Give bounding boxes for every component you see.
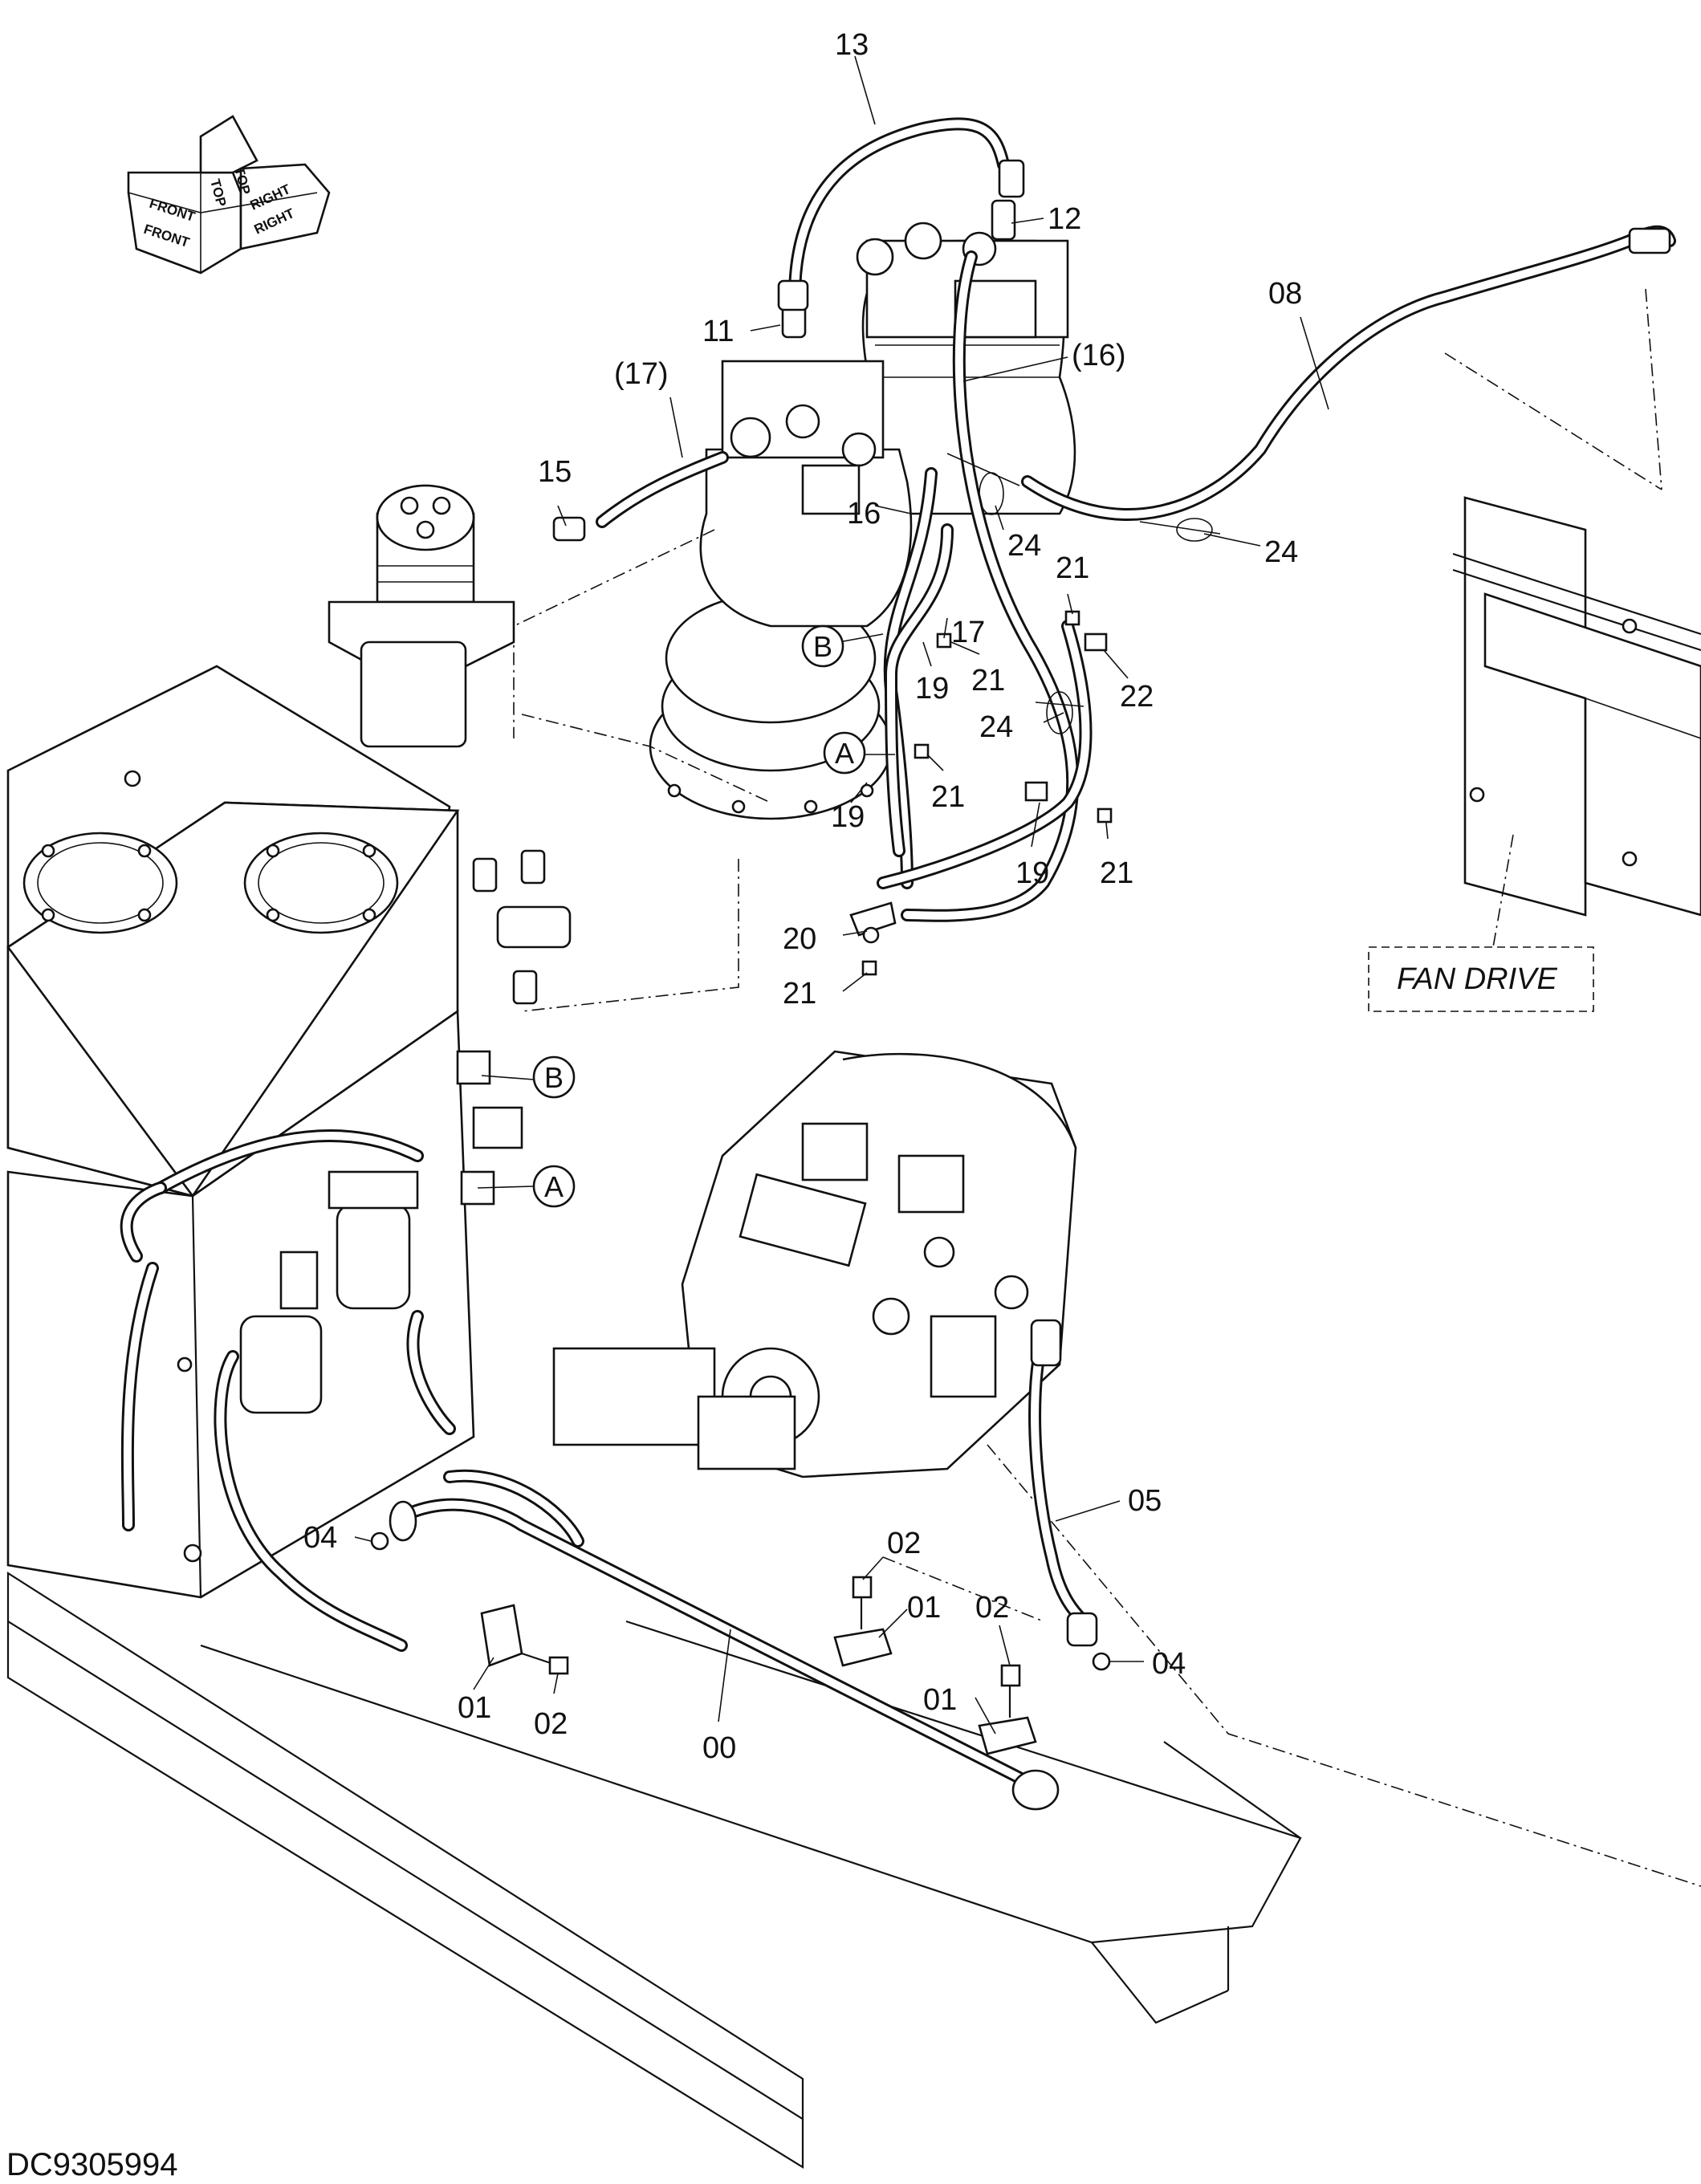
hose-08 — [1021, 225, 1676, 521]
callout-19-c: 19 — [1015, 856, 1049, 890]
svg-text:A: A — [544, 1170, 564, 1203]
callout-02-c: 02 — [534, 1707, 568, 1741]
callout-01-b: 01 — [923, 1683, 957, 1717]
bolt-02-b — [852, 1576, 873, 1629]
fan-drive-label: FAN DRIVE — [1397, 962, 1558, 996]
clamp-01-c — [978, 1716, 1037, 1755]
drawing-id: DC9305994 — [6, 2147, 178, 2182]
fitting-12 — [991, 199, 1016, 241]
callout-05: 05 — [1128, 1484, 1162, 1518]
callout-16-ref: (16) — [1072, 339, 1126, 372]
callout-15: 15 — [538, 455, 572, 489]
fan-drive-panel — [1452, 496, 1701, 917]
swing-motor-right — [856, 222, 1076, 515]
callout-00: 00 — [702, 1731, 736, 1765]
callout-12: 12 — [1048, 202, 1081, 236]
callout-21-a: 21 — [1056, 551, 1089, 585]
callout-21-c: 21 — [931, 780, 965, 814]
callout-24-c: 24 — [979, 710, 1013, 744]
callout-13: 13 — [835, 28, 869, 62]
callout-08: 08 — [1268, 277, 1302, 311]
callout-19-b: 19 — [831, 800, 865, 834]
ref-mark-a-upper: A — [823, 731, 866, 775]
callout-labels: 13 12 08 11 (16) (17) 15 16 24 24 21 17 … — [303, 28, 1302, 1765]
fan-drive-box: FAN DRIVE — [1368, 946, 1594, 1012]
ref-mark-b-lower: B — [532, 1055, 576, 1099]
callout-11: 11 — [702, 315, 734, 348]
center-joint — [328, 484, 515, 748]
svg-text:B: B — [544, 1061, 564, 1094]
main-pump — [552, 1050, 1077, 1478]
orientation-icon: FRONT FRONT TOP TOP RIGHT RIGHT — [127, 115, 331, 275]
clamp-01-a — [480, 1604, 523, 1667]
o-ring-04-left — [370, 1531, 389, 1551]
callout-04-b: 04 — [1152, 1647, 1186, 1681]
callout-21-d: 21 — [1100, 856, 1133, 890]
callout-24-b: 24 — [1264, 535, 1298, 569]
callout-19-a: 19 — [915, 672, 949, 706]
center-lines — [513, 288, 1701, 1887]
callout-17-ref: (17) — [614, 357, 669, 391]
callout-01-c: 01 — [458, 1691, 491, 1725]
hoses — [395, 117, 1676, 1788]
bolt-02-c — [1000, 1664, 1021, 1718]
callout-24-a: 24 — [1007, 529, 1041, 563]
o-ring-04-right — [1092, 1652, 1111, 1671]
filter-assembly — [120, 1050, 523, 1652]
ref-mark-b-upper: B — [801, 624, 844, 668]
clamp-01-b — [833, 1628, 893, 1667]
bolt-02-a — [521, 1652, 569, 1675]
svg-text:B: B — [813, 630, 832, 663]
hydraulic-tank — [6, 770, 475, 1599]
callout-22: 22 — [1120, 680, 1154, 714]
ref-mark-a-lower: A — [532, 1165, 576, 1208]
svg-text:A: A — [835, 737, 854, 770]
callout-01-a: 01 — [907, 1591, 941, 1625]
callout-04-a: 04 — [303, 1521, 337, 1555]
callout-17: 17 — [951, 616, 985, 649]
fitting-15 — [552, 516, 586, 542]
leader-lines — [354, 55, 1329, 1735]
swing-motor-center — [649, 360, 913, 820]
callout-20: 20 — [783, 922, 816, 956]
callout-21-b: 21 — [971, 664, 1005, 697]
callout-16: 16 — [847, 497, 881, 531]
callout-02-a: 02 — [887, 1527, 921, 1560]
callout-21-e: 21 — [783, 977, 816, 1011]
reference-marks: B A B A — [532, 624, 866, 1208]
callout-02-b: 02 — [975, 1591, 1009, 1625]
fittings — [370, 159, 1671, 1811]
